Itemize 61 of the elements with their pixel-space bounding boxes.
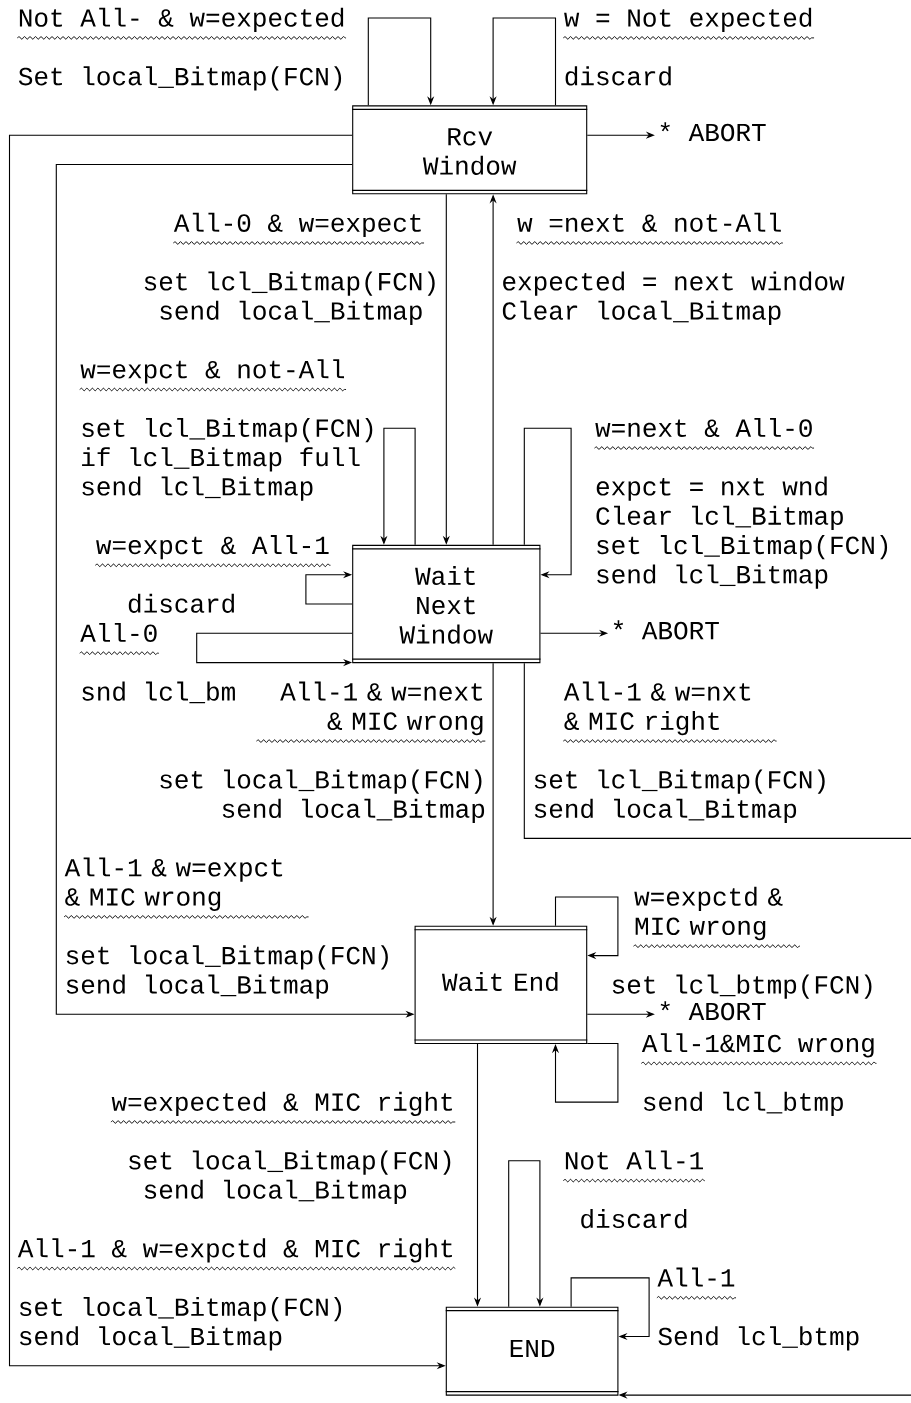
edge-label: All-1 & w=expct & MIC wrong [63,857,309,919]
terminal-label: * ABORT [660,122,766,142]
action-text: expct = nxt wnd [596,476,827,501]
action-text: send lcl_btmp [643,1091,843,1117]
edge-label: All-0 & w=expect [172,212,425,245]
action-text: set local_Bitmap(FCN) [66,945,388,970]
action-text: send local_Bitmap [144,1179,407,1204]
action-text: send local_Bitmap [222,798,485,824]
action-text: send lcl_Bitmap [597,564,828,589]
action-text: if lcl_Bitmap full [82,447,360,472]
edge-label: w=expct & not-All [79,359,347,392]
edge-label: All-1 [656,1267,737,1300]
edge-label: All-0 [79,623,160,655]
arrow [305,571,353,605]
action-text: send local_Bitmap [66,974,329,999]
action-text: set lcl_Bitmap(FCN) [597,535,888,560]
edge-label: All-1 & w=expctd & MIC right [16,1238,456,1271]
edge-label: Not All-1 [562,1150,706,1183]
state-box: Wait Next Window [351,544,541,664]
action-text: Set local_Bitmap(FCN) [18,66,342,91]
action-text: send local_Bitmap [19,1326,282,1351]
state-box: Wait End [414,925,588,1045]
arrow [508,1160,544,1308]
edge-label: All-1 & w=nxt & MIC right [562,681,778,743]
arrow [523,427,572,579]
action-text: set lcl_Bitmap(FCN) [144,271,435,296]
arrow [551,1042,619,1103]
edge-label: w=expctd & MIC wrong [633,886,801,948]
terminal-label: * ABORT [613,620,719,640]
edge-label: w=expected & MIC right [110,1091,456,1124]
edge-label: w =next & not-All [516,212,784,245]
state-box: Rcv Window [351,105,588,195]
action-text: Clear lcl_Bitmap [596,505,843,531]
terminal-label: * ABORT [660,1001,766,1021]
action-text: send local_Bitmap [160,300,422,325]
edge-label: w = Not expected [562,7,815,40]
arrow [523,662,911,1399]
action-text: send local_Bitmap [534,798,797,824]
edge-label: w=next & All-0 [594,417,815,450]
edge-label: All-1 & w=next & MIC wrong [256,681,486,743]
arrow [367,17,435,106]
action-text: discard [565,66,671,86]
action-text: set lcl_Bitmap(FCN) [82,417,373,443]
action-text: set local_Bitmap(FCN) [19,1296,342,1322]
action-text: discard [581,1209,687,1229]
action-text: expected = next window [503,271,845,296]
action-text: set lcl_Bitmap(FCN) [534,769,825,794]
arrow [554,896,619,960]
action-text: set local_Bitmap(FCN) [160,769,482,794]
action-text: snd lcl_bm [82,681,235,704]
action-text: Clear local_Bitmap [502,300,781,325]
state-box: END [445,1306,619,1396]
arrow [570,1277,650,1341]
action-text: discard [128,593,234,613]
edge-label: w=expct & All-1 [94,535,331,568]
edge-label: Not All- & w=expected [16,7,347,40]
action-text: Send lcl_btmp [658,1326,859,1351]
action-text: send lcl_Bitmap [82,476,313,501]
action-text: set lcl_btmp(FCN) [612,974,872,999]
action-text: set local_Bitmap(FCN) [129,1150,451,1175]
edge-label: All-1&MIC wrong [640,1033,877,1066]
